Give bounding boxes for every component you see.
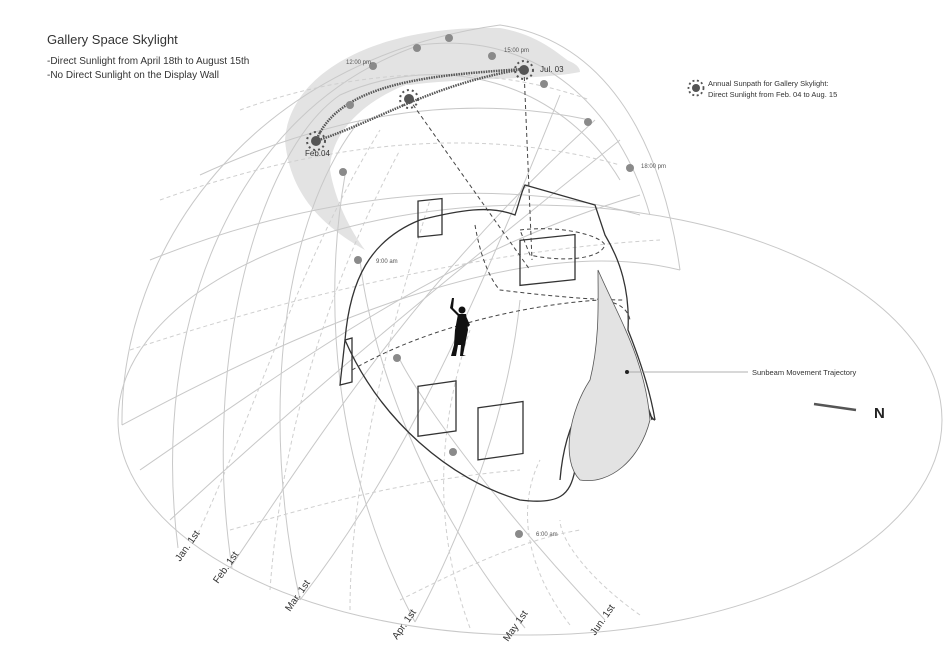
north-label: N	[874, 405, 885, 422]
month-label-mar: Mar. 1st	[283, 578, 313, 614]
month-label-may: May 1st	[501, 609, 530, 644]
time-label-12pm: 12:00 pm	[346, 60, 371, 66]
sun-path-arc-1	[314, 67, 524, 142]
diagram-title: Gallery Space Skylight	[47, 32, 178, 47]
sun-icon	[306, 131, 326, 151]
time-label-15pm: 15:00 pm	[504, 48, 529, 54]
month-label-apr: Apr. 1st	[390, 607, 419, 641]
note-2: -No Direct Sunlight on the Display Wall	[47, 70, 219, 81]
hour-dots	[339, 34, 634, 538]
north-indicator-line	[813, 402, 857, 412]
sun-label-start: Feb.04	[305, 149, 330, 158]
time-label-9am: 9:00 am	[376, 259, 398, 265]
human-figure-icon	[450, 298, 470, 356]
dome-grid	[121, 24, 681, 629]
sun-icon	[399, 89, 419, 109]
note-1: -Direct Sunlight from April 18th to Augu…	[47, 56, 249, 67]
sun-label-end: Jul. 03	[540, 65, 564, 74]
month-label-feb: Feb. 1st	[211, 550, 241, 586]
skylight-shade-band	[285, 27, 580, 250]
legend-sun-icon	[687, 79, 705, 97]
legend-line-2: Direct Sunlight from Feb. 04 to Aug. 15	[708, 90, 837, 99]
time-label-6am: 6:00 am	[536, 532, 558, 538]
horizon-ellipse	[117, 204, 943, 636]
sunbeam-trajectory-shade	[568, 269, 651, 482]
legend-line-1: Annual Sunpath for Gallery Skylight:	[708, 79, 828, 88]
sun-icon	[514, 60, 534, 80]
annotation-sunbeam: Sunbeam Movement Trajectory	[752, 368, 856, 377]
time-label-18pm: 18:00 pm	[641, 164, 666, 170]
trajectory-point	[625, 370, 629, 374]
